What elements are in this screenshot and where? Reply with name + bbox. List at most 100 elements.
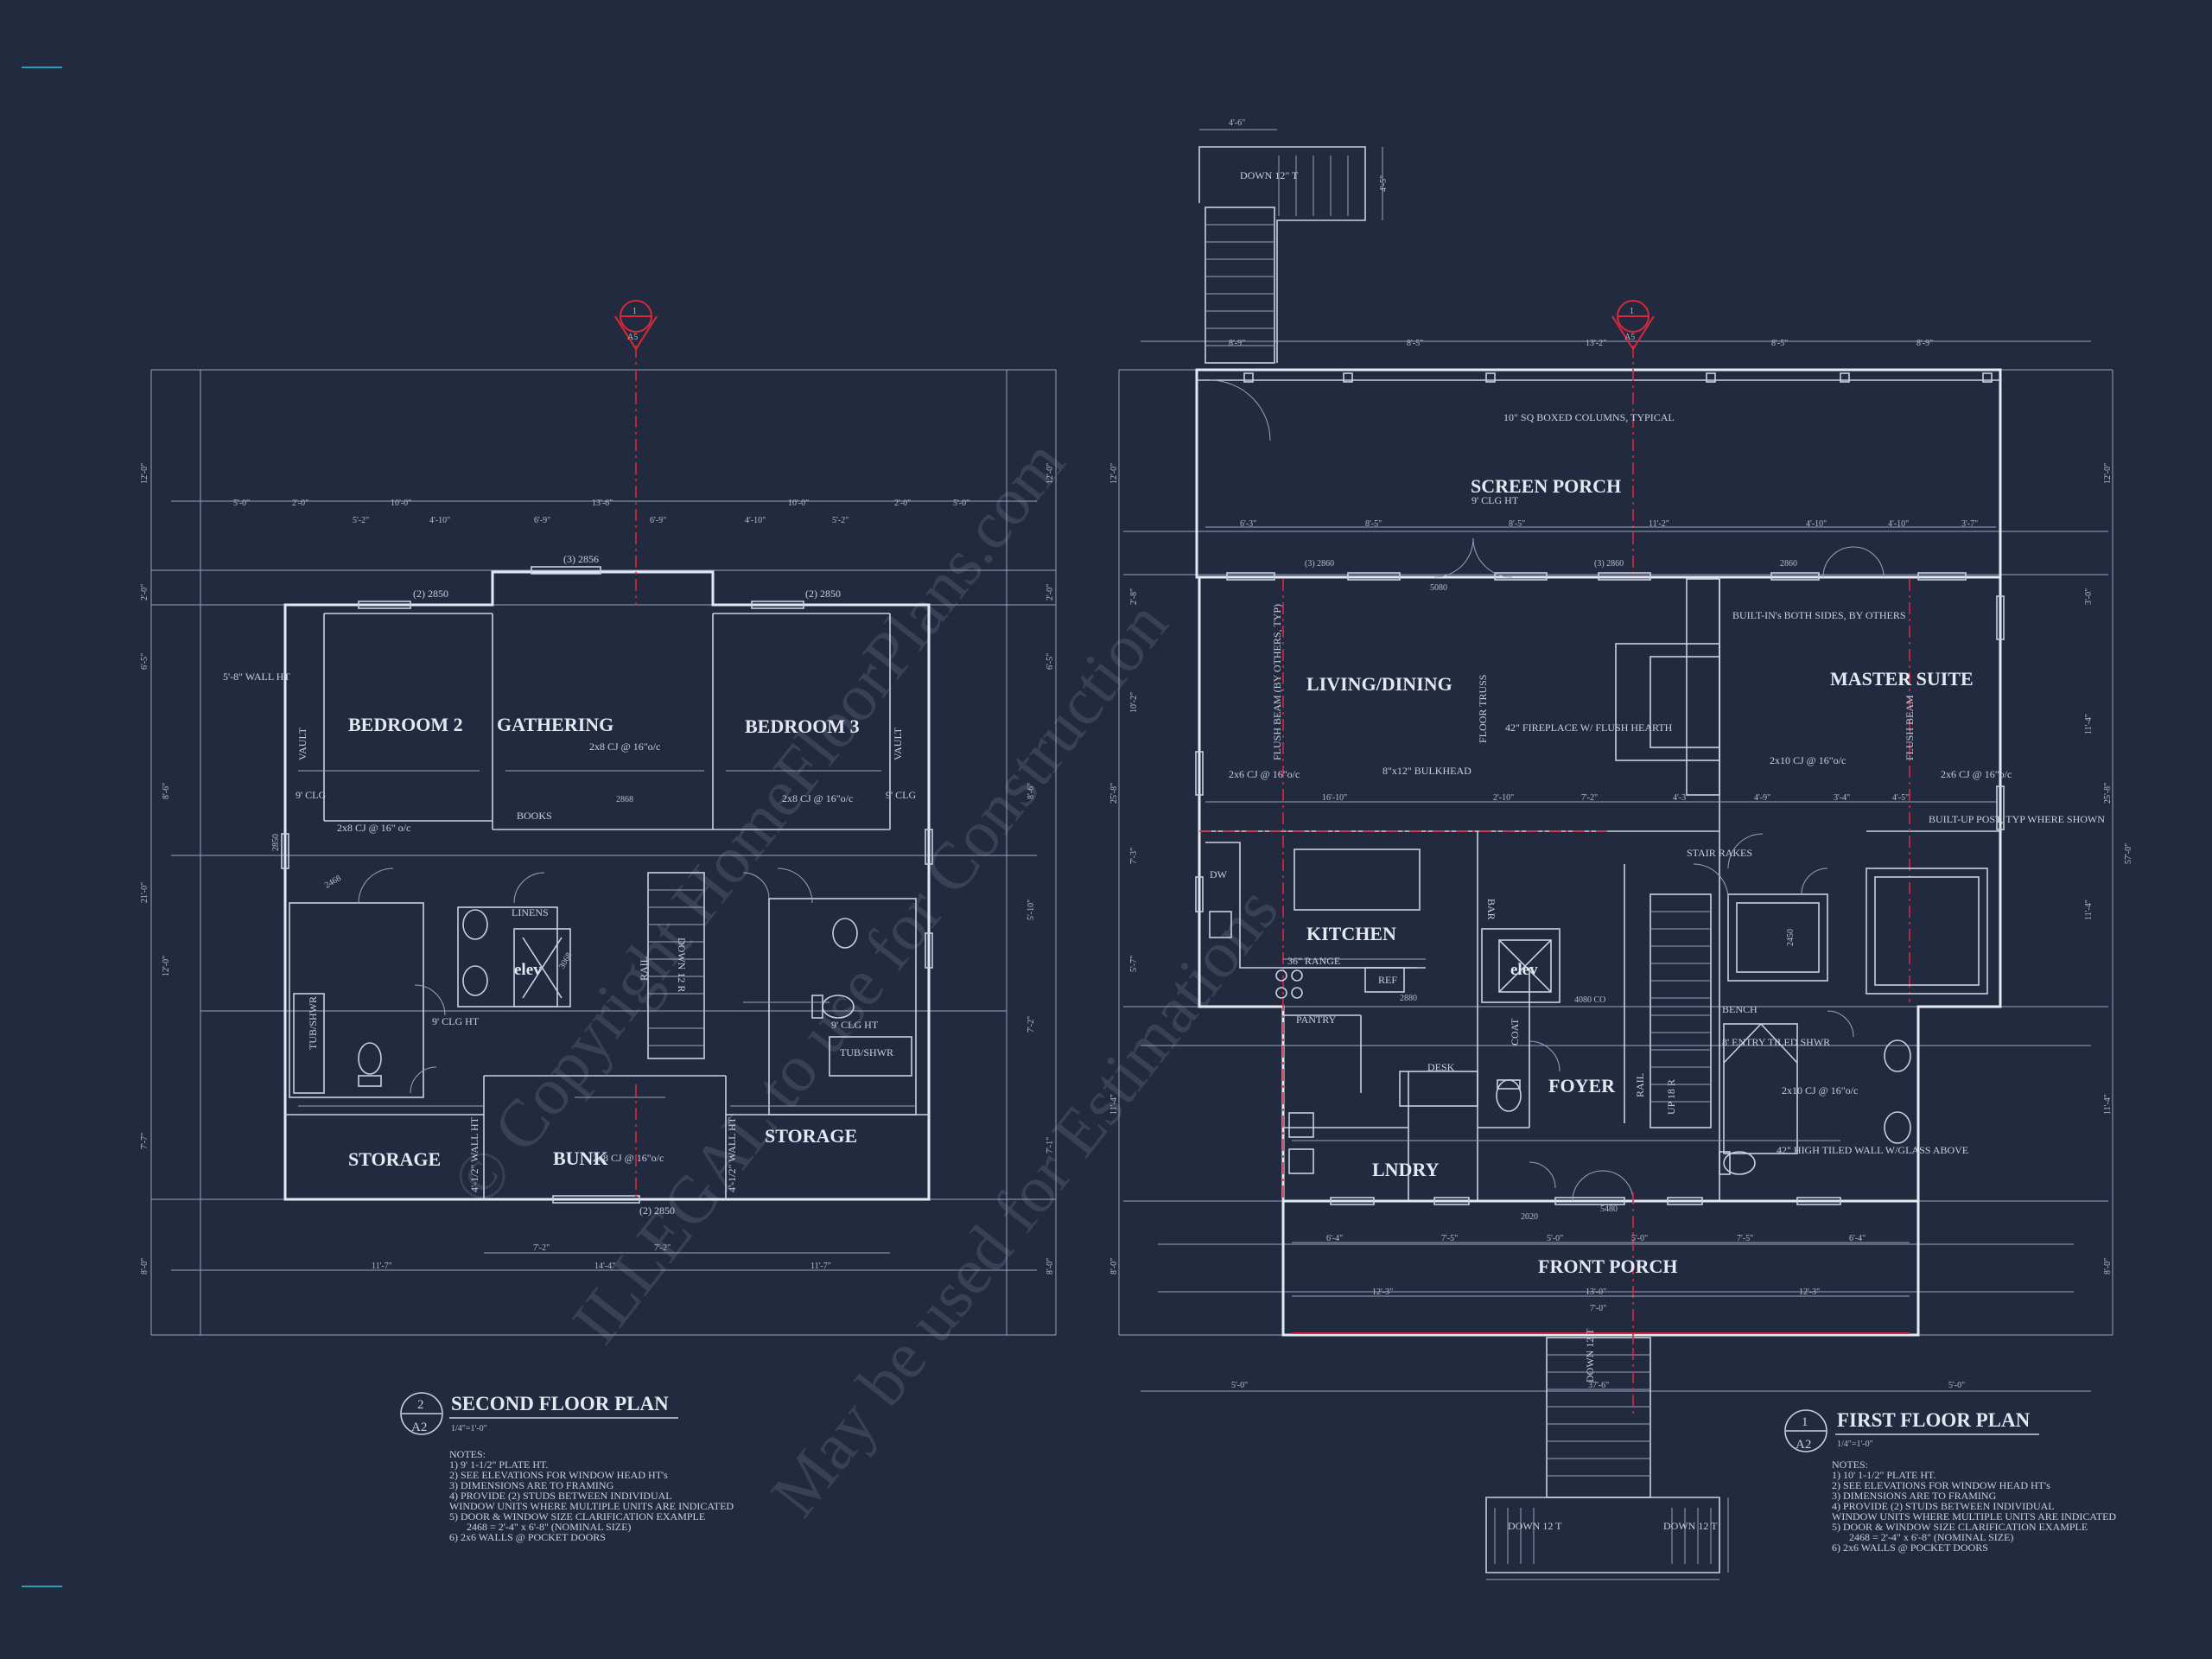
first-dims-front: 6'-4" 7'-5" 5'-0" 5'-0" 7'-5" 6'-4" 12'-… — [1326, 1234, 1866, 1297]
svg-text:7'-2": 7'-2" — [1581, 793, 1598, 803]
second-cj-gathering: 2x8 CJ @ 16"o/c — [589, 741, 660, 753]
first-flush-beam-left: FLUSH BEAM (BY OTHERS, TYP) — [1271, 604, 1283, 760]
second-window-2850-right: (2) 2850 — [805, 588, 841, 600]
second-section-sheet: A5 — [627, 333, 638, 342]
first-up-label: UP 18 R — [1665, 1079, 1677, 1115]
room-front-porch: FRONT PORCH — [1538, 1255, 1678, 1277]
svg-text:6'-3": 6'-3" — [1240, 519, 1256, 529]
svg-text:4'-3": 4'-3" — [1673, 793, 1689, 803]
svg-text:3'-0": 3'-0" — [2084, 588, 2094, 605]
svg-text:4) PROVIDE (2) STUDS BETWEEN I: 4) PROVIDE (2) STUDS BETWEEN INDIVIDUAL — [449, 1490, 672, 1502]
svg-text:2'-8": 2'-8" — [1129, 588, 1139, 605]
svg-text:10'-0": 10'-0" — [391, 499, 411, 508]
first-fireplace-note: 42" FIREPLACE W/ FLUSH HEARTH — [1505, 721, 1673, 734]
svg-text:8'-9": 8'-9" — [1229, 339, 1245, 348]
first-dims-stair: 4'-6" 4'-5" 7'-0" — [1229, 118, 1606, 1313]
svg-text:6'-9": 6'-9" — [650, 516, 666, 525]
second-down: DOWN 12 R — [676, 938, 688, 992]
room-laundry: LNDRY — [1372, 1159, 1440, 1180]
svg-text:25'-8": 25'-8" — [1109, 783, 1119, 804]
svg-text:2468 = 2'-4" x 6'-8" (NOMINAL: 2468 = 2'-4" x 6'-8" (NOMINAL SIZE) — [1849, 1531, 2013, 1543]
first-range-label: 36" RANGE — [1287, 955, 1340, 967]
svg-text:7'-2": 7'-2" — [1027, 1016, 1036, 1033]
first-section-num: 1 — [1630, 307, 1634, 316]
svg-text:5'-2": 5'-2" — [353, 516, 369, 525]
svg-text:7'-3": 7'-3" — [1129, 848, 1139, 864]
svg-text:12'-3": 12'-3" — [1799, 1287, 1820, 1297]
first-dims-bottom: 5'-0" 37'-6" 5'-0" — [1231, 1381, 1965, 1390]
first-fireplace — [1615, 643, 1720, 761]
room-screen-porch: SCREEN PORCH — [1471, 475, 1621, 497]
second-notes: NOTES: 1) 9' 1-1/2" PLATE HT. 2) SEE ELE… — [449, 1448, 734, 1543]
svg-text:NOTES:: NOTES: — [1832, 1459, 1868, 1471]
second-tub-left: TUB/SHWR — [307, 996, 319, 1050]
first-cj-master-2: 2x6 CJ @ 16"o/c — [1941, 768, 2012, 780]
first-down-bottom-right: DOWN 12 T — [1663, 1520, 1718, 1532]
svg-text:1) 10' 1-1/2" PLATE HT.: 1) 10' 1-1/2" PLATE HT. — [1832, 1469, 1936, 1481]
second-door-2868: 2868 — [616, 795, 633, 804]
svg-text:2) SEE ELEVATIONS FOR WINDOW H: 2) SEE ELEVATIONS FOR WINDOW HEAD HT's — [449, 1469, 668, 1481]
first-bar-label: BAR — [1485, 899, 1497, 920]
room-storage-right: STORAGE — [765, 1125, 857, 1147]
first-dims-left: 12'-0" 2'-8" 10'-2" 25'-8" 7'-3" 5'-7" 1… — [1109, 463, 1139, 1274]
second-window-2850-left: (2) 2850 — [413, 588, 448, 600]
svg-text:12'-0": 12'-0" — [162, 956, 171, 976]
second-dims-right: 12'-0" 2'-0" 6'-5" 8'-6" 5'-10" 7'-2" 7'… — [1027, 463, 1055, 1274]
svg-text:6'-5": 6'-5" — [140, 653, 149, 670]
svg-text:8'-5": 8'-5" — [1771, 339, 1788, 348]
svg-text:57'-0": 57'-0" — [2124, 843, 2133, 864]
room-bunk: BUNK — [553, 1147, 608, 1169]
first-high-wall-note: 42" HIGH TILED WALL W/GLASS ABOVE — [1777, 1144, 1968, 1156]
second-clg-left: 9' CLG — [296, 789, 326, 801]
svg-text:8'-9": 8'-9" — [1916, 339, 1933, 348]
svg-text:8'-6": 8'-6" — [1027, 783, 1036, 799]
svg-text:8'-5": 8'-5" — [1407, 339, 1423, 348]
svg-text:5'-0": 5'-0" — [1631, 1234, 1648, 1243]
svg-text:5'-10": 5'-10" — [1027, 899, 1036, 920]
room-foyer: FOYER — [1548, 1075, 1616, 1096]
svg-text:NOTES:: NOTES: — [449, 1448, 486, 1460]
first-pantry-label: PANTRY — [1296, 1014, 1337, 1026]
first-main-stair — [1649, 893, 1712, 1128]
first-rail-label: RAIL — [1634, 1073, 1646, 1097]
svg-text:3'-7": 3'-7" — [1961, 519, 1978, 529]
second-scale: 1/4"=1'-0" — [451, 1424, 487, 1433]
second-dims-left: 12'-0" 2'-0" 6'-5" 8'-6" 21'-0" 12'-0" 7… — [140, 463, 171, 1274]
svg-text:4) PROVIDE (2) STUDS BETWEEN I: 4) PROVIDE (2) STUDS BETWEEN INDIVIDUAL — [1832, 1500, 2055, 1512]
svg-text:3) DIMENSIONS ARE TO FRAMING: 3) DIMENSIONS ARE TO FRAMING — [1832, 1490, 1997, 1502]
first-builtins-note: BUILT-IN's BOTH SIDES, BY OTHERS — [1732, 609, 1906, 621]
room-living-dining: LIVING/DINING — [1306, 673, 1452, 695]
second-window-2850-bottom: (2) 2850 — [639, 1205, 675, 1217]
svg-text:2) SEE ELEVATIONS FOR WINDOW H: 2) SEE ELEVATIONS FOR WINDOW HEAD HT's — [1832, 1479, 2050, 1491]
first-dims-right: 12'-0" 3'-0" 11'-4" 25'-8" 57'-0" 11'-4"… — [2084, 463, 2133, 1274]
first-elevator — [1481, 928, 1560, 1003]
first-scale: 1/4"=1'-0" — [1837, 1440, 1873, 1449]
svg-text:2'-10": 2'-10" — [1493, 793, 1514, 803]
svg-text:7'-7": 7'-7" — [140, 1133, 149, 1149]
svg-text:6'-9": 6'-9" — [534, 516, 550, 525]
svg-text:13'-2": 13'-2" — [1586, 339, 1606, 348]
second-title-bubble — [400, 1392, 443, 1435]
svg-text:11'-7": 11'-7" — [810, 1262, 831, 1271]
second-title-num: 2 — [417, 1398, 424, 1412]
first-front-stair — [1546, 1337, 1651, 1498]
second-clg-ht-left: 9' CLG HT — [432, 1015, 480, 1027]
svg-text:11'-7": 11'-7" — [372, 1262, 392, 1271]
second-bath-right — [768, 898, 917, 1116]
svg-text:11'-2": 11'-2" — [1649, 519, 1669, 529]
second-floor-plan-title: SECOND FLOOR PLAN — [451, 1393, 669, 1414]
first-cj-living: 2x6 CJ @ 16"o/c — [1229, 768, 1300, 780]
second-vault-right: VAULT — [892, 727, 904, 760]
svg-text:8'-6": 8'-6" — [162, 783, 171, 799]
svg-text:11'-4": 11'-4" — [2084, 899, 2094, 920]
second-stair — [647, 872, 705, 1059]
svg-text:4'-5": 4'-5" — [1892, 793, 1909, 803]
second-elevator — [513, 928, 571, 1007]
first-dw-label: DW — [1210, 868, 1228, 880]
svg-text:8'-5": 8'-5" — [1365, 519, 1382, 529]
first-floor-plan: 1 A5 SCREEN PORCH LIVING/DINING MASTER S… — [1109, 118, 2133, 1580]
first-down-top: DOWN 12" T — [1240, 169, 1299, 181]
svg-text:2468 = 2'-4" x 6'-8" (NOMINAL: 2468 = 2'-4" x 6'-8" (NOMINAL SIZE) — [467, 1521, 631, 1533]
room-storage-left: STORAGE — [348, 1148, 441, 1170]
svg-text:7'-0": 7'-0" — [1590, 1304, 1606, 1313]
